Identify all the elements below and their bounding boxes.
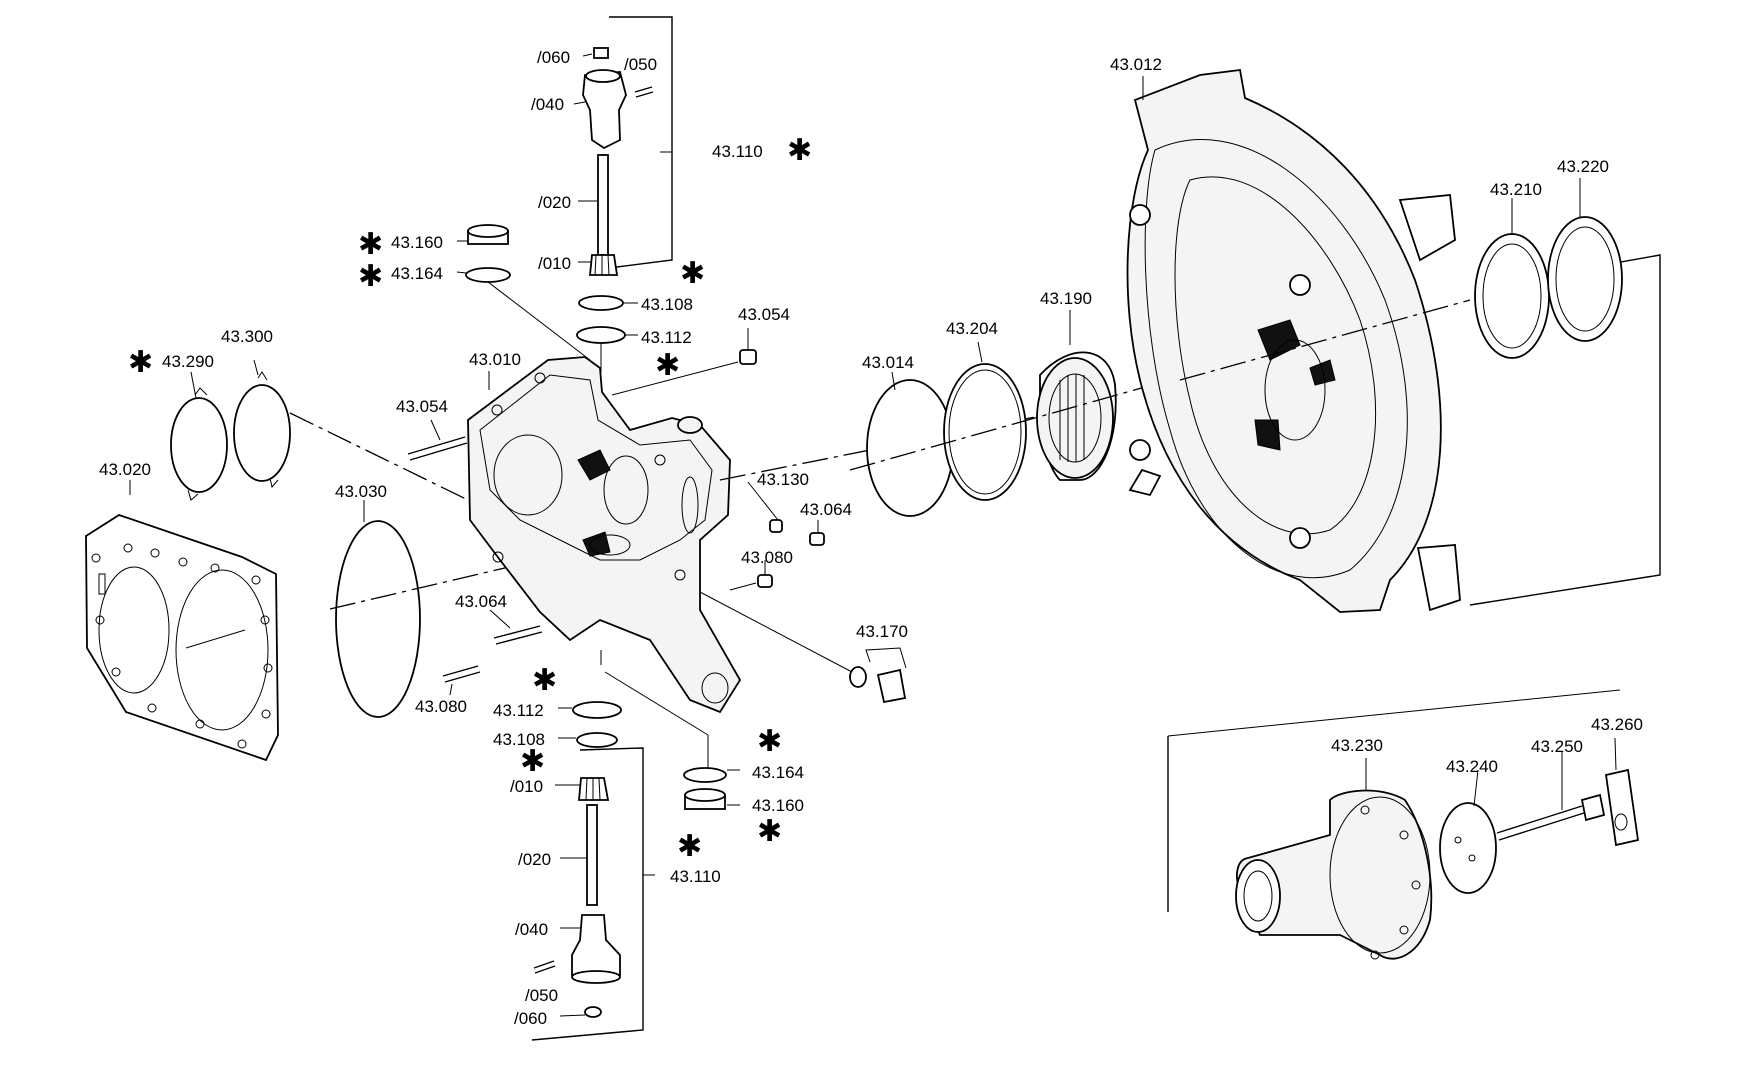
label-43-108-top: 43.108 — [641, 295, 693, 314]
label-43-080-right: 43.080 — [741, 548, 793, 567]
label-43-010: 43.010 — [469, 350, 521, 369]
asterisk-43-112-bottom: ✱ — [532, 663, 557, 698]
asterisk-43-110-bottom: ✱ — [677, 829, 702, 864]
lower-shaft-assembly — [531, 650, 740, 1041]
label-43-108-bottom: 43.108 — [493, 730, 545, 749]
label-060-bottom: /060 — [514, 1009, 547, 1028]
label-010-top: /010 — [538, 254, 571, 273]
label-050-top: /050 — [624, 55, 657, 74]
label-43-130: 43.130 — [757, 470, 809, 489]
flange-group — [1167, 689, 1640, 960]
asterisk-010-bottom: ✱ — [520, 744, 545, 779]
label-040-top: /040 — [531, 95, 564, 114]
upper-shaft-assembly — [456, 16, 673, 372]
seals — [1474, 178, 1623, 359]
label-43-250: 43.250 — [1531, 737, 1583, 756]
label-43-170: 43.170 — [856, 622, 908, 641]
label-43-290: 43.290 — [162, 352, 214, 371]
asterisk-43-160-top: ✱ — [358, 227, 383, 262]
label-020-bottom: /020 — [518, 850, 551, 869]
label-050-bottom: /050 — [525, 986, 558, 1005]
part-labels: 43.012 43.220 43.210 43.190 43.204 43.01… — [99, 48, 1643, 1028]
label-43-064-left: 43.064 — [455, 592, 507, 611]
rings-and-bearing — [849, 310, 1171, 517]
label-43-110-top: 43.110 — [712, 142, 763, 161]
asterisk-marks: ✱ ✱ ✱ ✱ ✱ ✱ ✱ ✱ ✱ ✱ ✱ — [128, 133, 812, 864]
label-43-014: 43.014 — [862, 353, 914, 372]
label-43-112-bottom: 43.112 — [493, 701, 544, 720]
label-43-240: 43.240 — [1446, 757, 1498, 776]
label-43-260: 43.260 — [1591, 715, 1643, 734]
label-010-bottom: /010 — [510, 777, 543, 796]
label-43-164-top: 43.164 — [391, 264, 443, 283]
label-43-164-bottom: 43.164 — [752, 763, 804, 782]
label-43-080-left: 43.080 — [415, 697, 467, 716]
label-43-054-right: 43.054 — [738, 305, 790, 324]
central-housing — [467, 356, 742, 714]
label-43-230: 43.230 — [1331, 736, 1383, 755]
asterisk-43-164-top: ✱ — [358, 259, 383, 294]
asterisk-43-108-top: ✱ — [680, 256, 705, 291]
label-43-030: 43.030 — [335, 482, 387, 501]
label-020-top: /020 — [538, 193, 571, 212]
label-43-020: 43.020 — [99, 460, 151, 479]
asterisk-43-160-bottom: ✱ — [757, 814, 782, 849]
label-43-054-left: 43.054 — [396, 397, 448, 416]
label-43-012: 43.012 — [1110, 55, 1162, 74]
label-43-110-bottom: 43.110 — [670, 867, 721, 886]
left-gasket-group — [85, 359, 561, 762]
label-43-204: 43.204 — [946, 319, 998, 338]
asterisk-43-164-bottom: ✱ — [757, 724, 782, 759]
label-43-190: 43.190 — [1040, 289, 1092, 308]
label-43-160-bottom: 43.160 — [752, 796, 804, 815]
label-43-112-top: 43.112 — [641, 328, 692, 347]
asterisk-43-110-top: ✱ — [787, 133, 812, 168]
label-43-160-top: 43.160 — [391, 233, 443, 252]
asterisk-43-112-top: ✱ — [655, 348, 680, 383]
asterisk-43-290: ✱ — [128, 345, 153, 380]
label-060-top: /060 — [537, 48, 570, 67]
label-43-210: 43.210 — [1490, 180, 1542, 199]
label-040-bottom: /040 — [515, 920, 548, 939]
label-43-064-right: 43.064 — [800, 500, 852, 519]
rear-housing — [1126, 69, 1661, 613]
label-43-220: 43.220 — [1557, 157, 1609, 176]
label-43-300: 43.300 — [221, 327, 273, 346]
